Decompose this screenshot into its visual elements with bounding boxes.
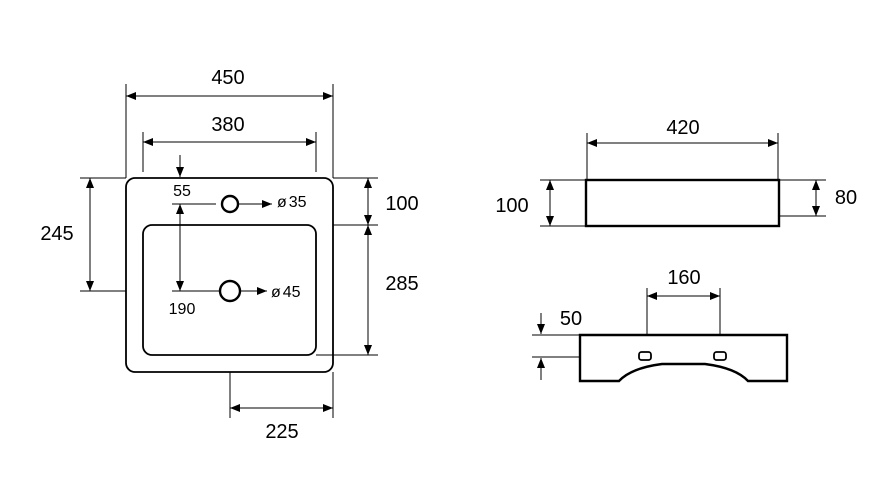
- dim-label-55: 55: [173, 183, 191, 200]
- overflow-slot-left: [638, 351, 652, 361]
- side-view: 420 100 80: [495, 117, 857, 228]
- dim-label-80: 80: [835, 187, 857, 209]
- dim-label-100-side: 100: [495, 195, 528, 217]
- side-profile: [584, 178, 781, 228]
- dim-label-100: 100: [385, 193, 418, 215]
- dim-label-450: 450: [211, 67, 244, 89]
- tap-hole: [220, 194, 240, 214]
- dim-label-50: 50: [560, 308, 582, 330]
- diameter-symbol: ø: [277, 194, 287, 211]
- drain-hole: [218, 279, 242, 303]
- front-profile: [578, 333, 789, 383]
- dim-label-245: 245: [40, 223, 73, 245]
- dim-label-190: 190: [169, 301, 196, 318]
- dim-label-420: 420: [666, 117, 699, 139]
- diameter-symbol: ø: [271, 284, 281, 301]
- hole-value-35: 35: [289, 194, 307, 211]
- bowl-outline: [142, 224, 317, 356]
- dim-label-380: 380: [211, 114, 244, 136]
- overflow-slot-right: [713, 351, 727, 361]
- hole-value-45: 45: [283, 284, 301, 301]
- dim-label-160: 160: [667, 267, 700, 289]
- dim-label-285: 285: [385, 273, 418, 295]
- front-view: 160 50: [532, 267, 789, 383]
- dim-label-225: 225: [265, 421, 298, 443]
